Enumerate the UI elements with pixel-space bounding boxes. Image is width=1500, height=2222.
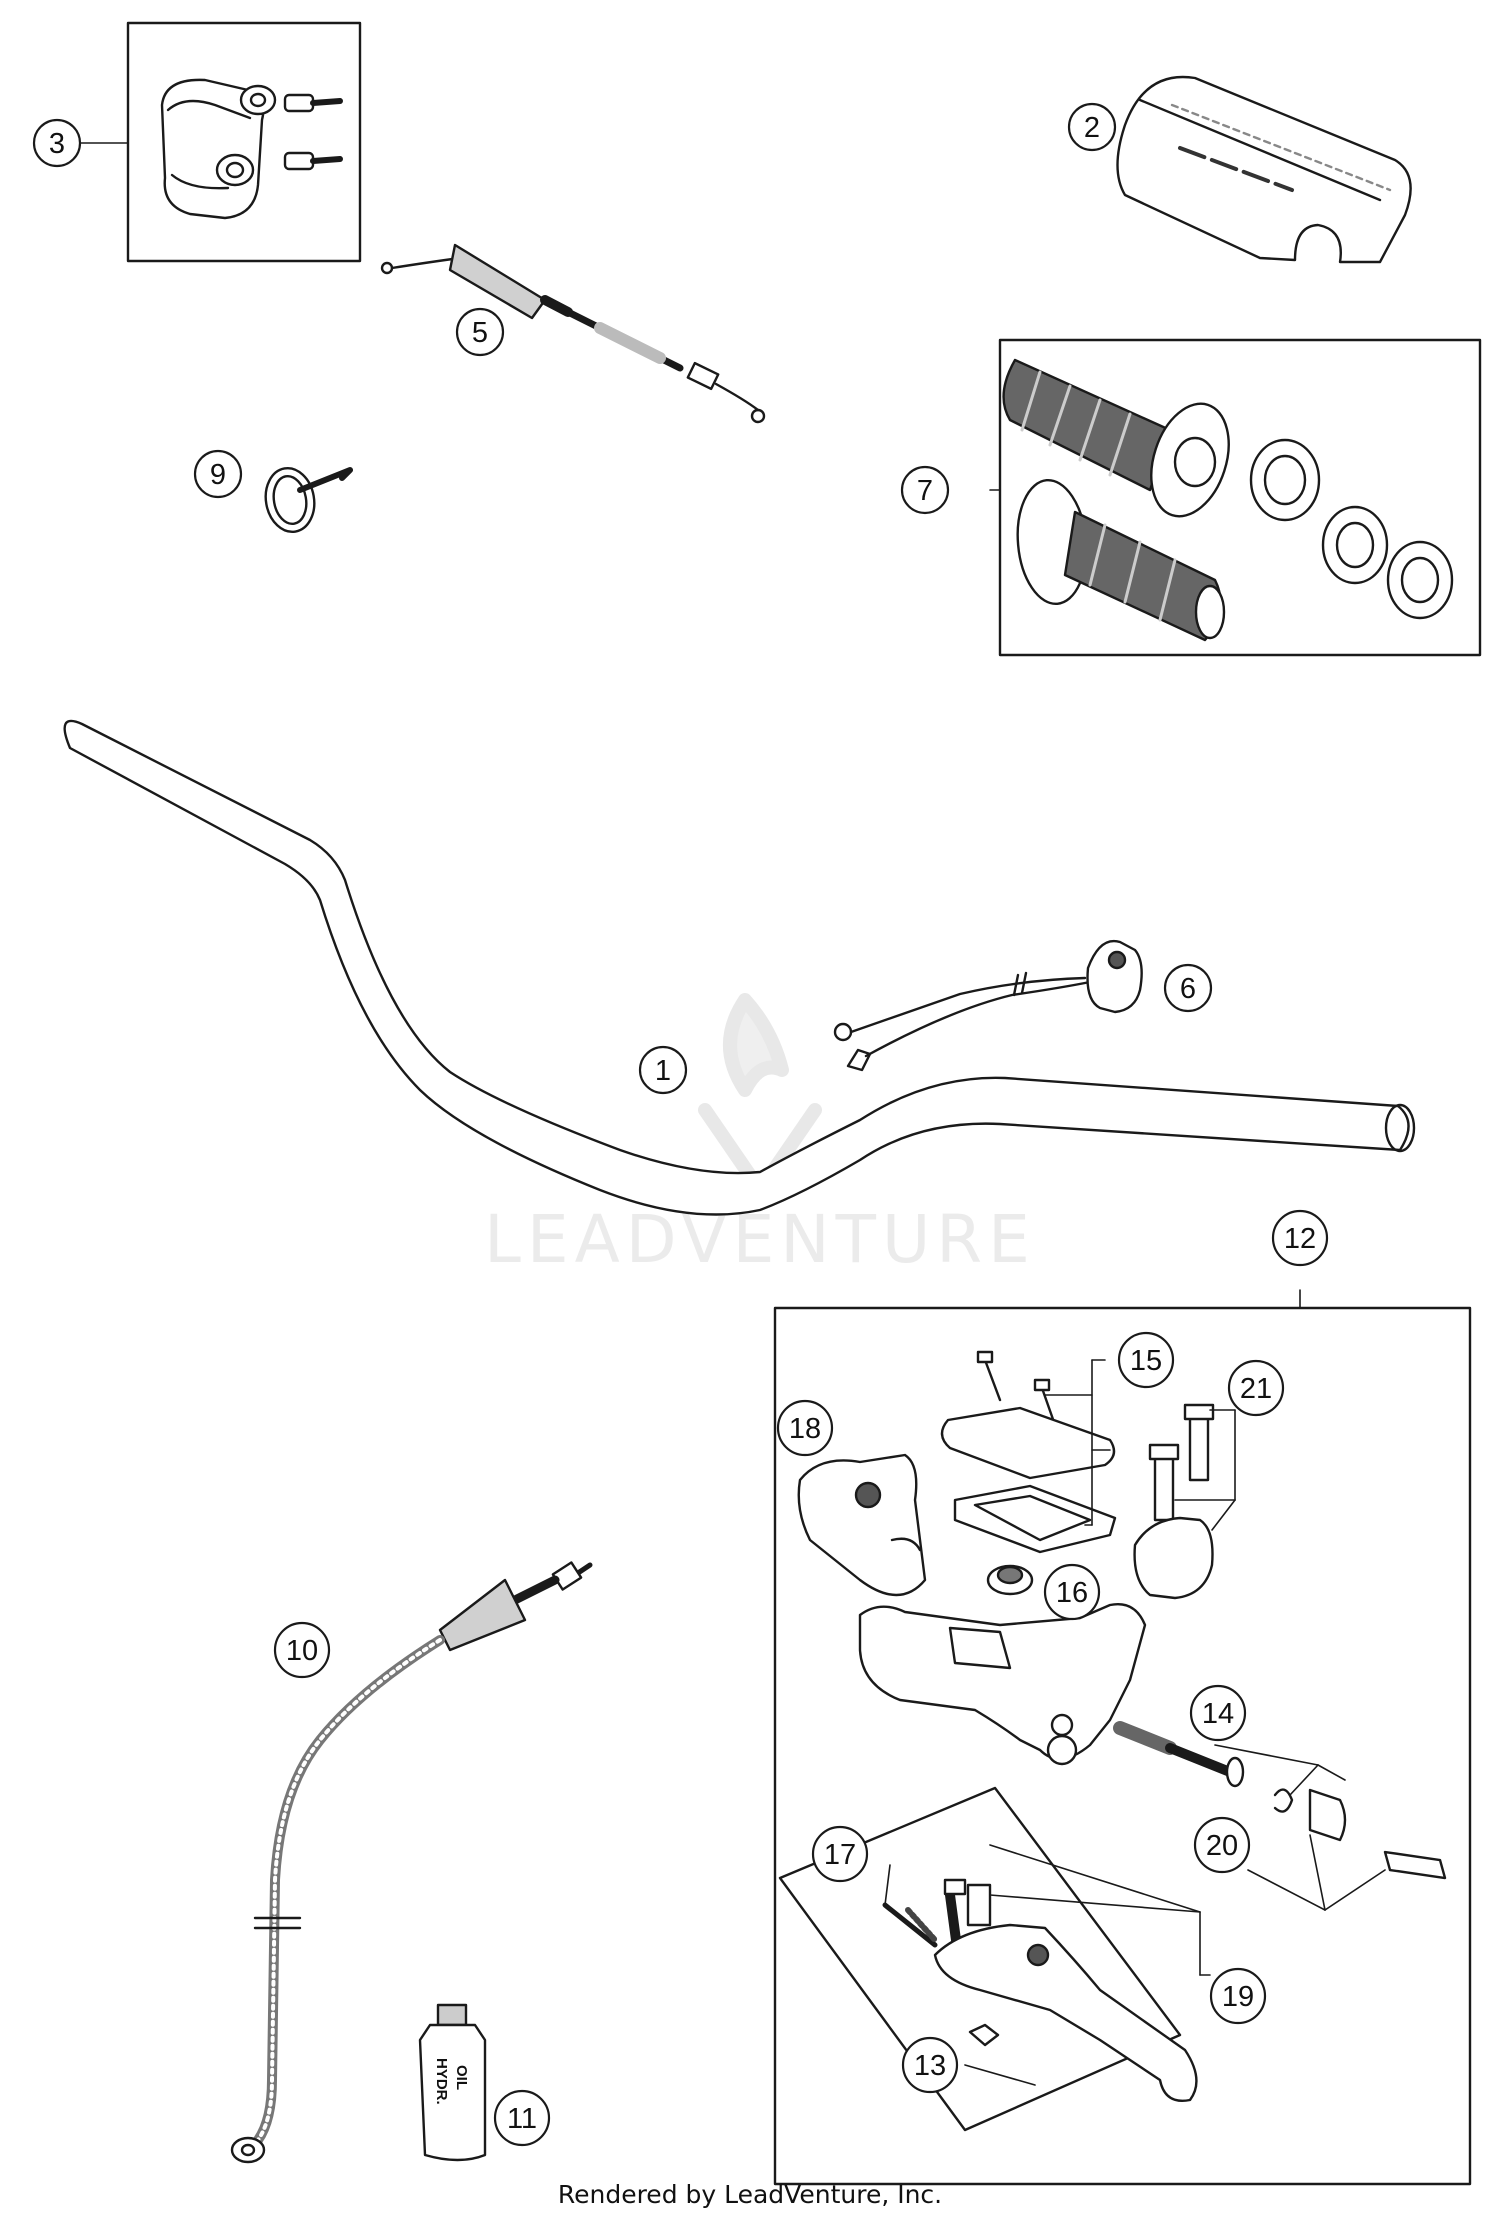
callout-19: 19	[1209, 1967, 1267, 2025]
svg-text:5: 5	[472, 317, 488, 349]
leader-lines	[884, 1289, 1386, 2086]
callout-14: 14	[1189, 1684, 1247, 1742]
master-cylinder-body	[858, 1603, 1147, 1766]
lever-assembly	[778, 1786, 1198, 2132]
part-3-box	[126, 21, 362, 263]
bottle-label-line1: HYDR.	[433, 2058, 450, 2105]
callout-17: 17	[811, 1825, 869, 1883]
watermark: LEADVENTURE	[484, 993, 1036, 1278]
part-14-piston-kit	[1113, 1721, 1447, 1880]
part-21-clamp-bolts	[1133, 1403, 1215, 1600]
svg-text:19: 19	[1222, 1981, 1254, 2013]
callout-11: 11	[493, 2089, 551, 2147]
callout-6: 6	[1163, 963, 1213, 1013]
part-10-hydraulic-line	[230, 1561, 593, 2164]
svg-text:10: 10	[286, 1635, 318, 1667]
callout-10: 10	[273, 1621, 331, 1679]
svg-text:6: 6	[1180, 973, 1196, 1005]
svg-text:14: 14	[1202, 1698, 1234, 1730]
footer-credit: Rendered by LeadVenture, Inc.	[557, 2180, 943, 2209]
svg-text:20: 20	[1206, 1830, 1238, 1862]
svg-text:16: 16	[1056, 1577, 1088, 1609]
svg-text:11: 11	[507, 2103, 537, 2135]
callout-2: 2	[1067, 102, 1117, 152]
svg-text:13: 13	[914, 2050, 946, 2082]
callout-15: 15	[1117, 1331, 1175, 1389]
part-15-reservoir-cover	[940, 1350, 1117, 1554]
callout-21: 21	[1227, 1359, 1285, 1417]
watermark-text: LEADVENTURE	[484, 1201, 1036, 1278]
part-7-grip-set	[998, 338, 1482, 657]
callout-1: 1	[638, 1045, 688, 1095]
leadventure-logo	[698, 993, 822, 1197]
svg-text:15: 15	[1130, 1345, 1162, 1377]
bottle-label-line2: OIL	[453, 2065, 470, 2090]
part-1-handlebar	[63, 719, 1416, 1216]
callout-13: 13	[901, 2036, 959, 2094]
svg-text:2: 2	[1084, 112, 1100, 144]
part-6-kill-switch	[833, 939, 1143, 1072]
part-2-handlebar-pad: KTM	[1116, 75, 1412, 264]
svg-text:3: 3	[49, 128, 65, 160]
part-7-box	[998, 338, 1482, 657]
callout-20: 20	[1193, 1816, 1251, 1874]
callout-7: 7	[900, 465, 950, 515]
callout-3: 3	[32, 118, 82, 168]
svg-text:1: 1	[655, 1055, 671, 1087]
callouts: 3 2 5 9 7 6 1 12 15 21 18 16 10 14 20 17…	[32, 102, 1329, 2147]
svg-text:9: 9	[210, 459, 226, 491]
part-12-box	[773, 1306, 1472, 2186]
part-9-cable-tie	[264, 467, 353, 533]
part-3-throttle-housing	[126, 21, 362, 263]
callout-5: 5	[455, 307, 505, 357]
svg-text:12: 12	[1284, 1223, 1316, 1255]
part-5-throttle-cable	[380, 243, 766, 424]
svg-text:7: 7	[917, 475, 933, 507]
callout-12: 12	[1271, 1209, 1329, 1267]
callout-18: 18	[776, 1399, 834, 1457]
svg-text:17: 17	[824, 1839, 856, 1871]
svg-text:18: 18	[789, 1413, 821, 1445]
part-12-master-cylinder-kit	[773, 1289, 1472, 2186]
callout-9: 9	[193, 449, 243, 499]
part-18-clamp	[797, 1453, 927, 1597]
callout-16: 16	[1043, 1563, 1101, 1621]
part-11-hydraulic-oil-bottle: HYDR. OIL	[418, 2003, 487, 2162]
svg-text:21: 21	[1240, 1373, 1272, 1405]
part-16-cap	[986, 1564, 1034, 1596]
